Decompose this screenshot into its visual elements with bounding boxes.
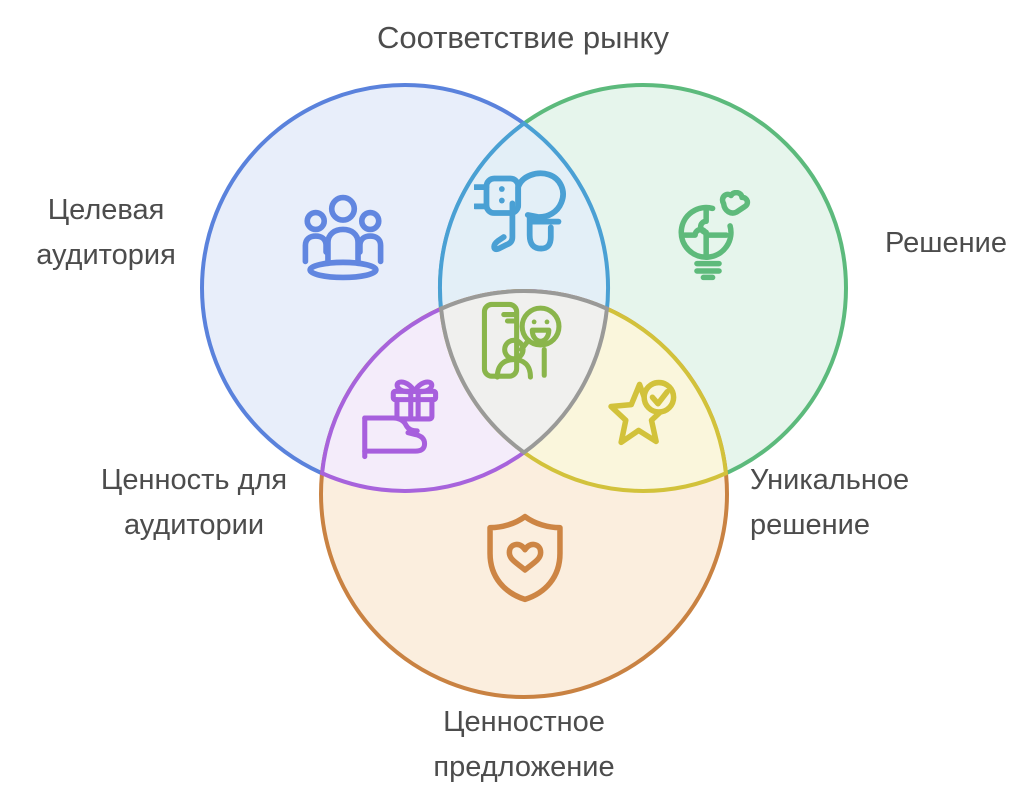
label-unique-solution: Уникальное решение [750,464,910,541]
label-solution: Решение [885,227,1007,259]
shield-heart-icon [487,513,563,603]
smartwatch-press-icon [474,170,566,253]
gift-in-hand-icon [362,379,439,460]
label-target-audience: Целевая аудитория [36,194,176,271]
puzzle-lightbulb-icon [678,190,751,281]
people-group-icon [302,194,384,281]
diagram-title: Соответствие рынку [377,20,669,55]
label-value-proposition: Ценностное предложение [433,706,615,783]
star-check-icon [608,379,677,446]
phone-chat-smiley-icon [481,301,562,380]
label-value-for-audience: Ценность для аудитории [100,464,288,541]
